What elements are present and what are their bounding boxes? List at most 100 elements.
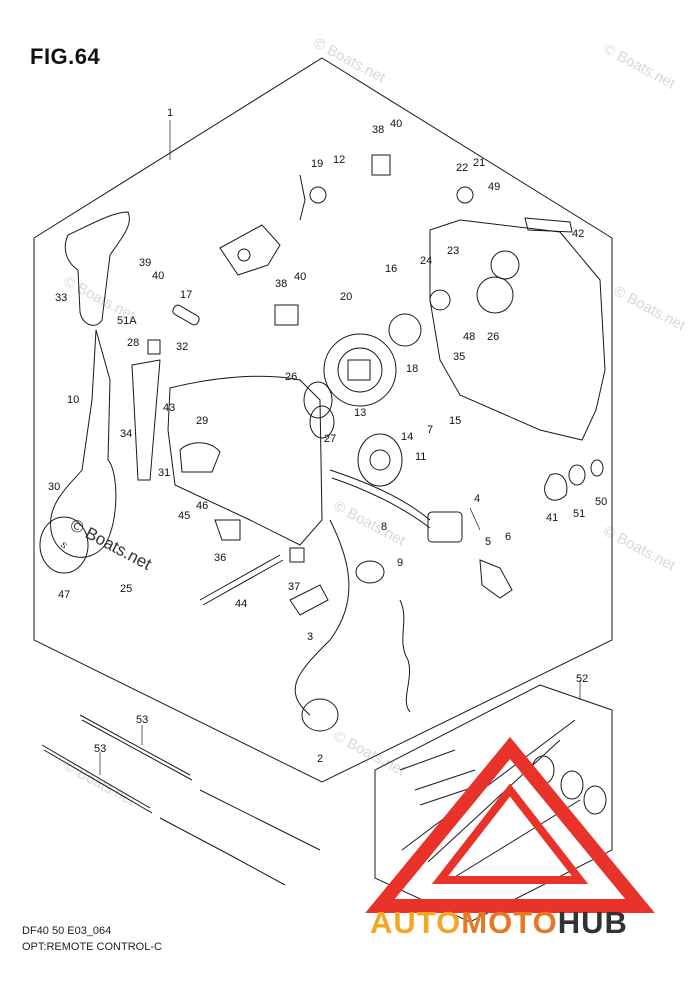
part-label: 21 xyxy=(473,157,485,169)
washer-51 xyxy=(568,464,586,486)
part-label: 15 xyxy=(449,415,461,427)
automotohub-logo xyxy=(365,736,655,913)
part-label: 9 xyxy=(397,557,403,569)
part-label: 29 xyxy=(196,415,208,427)
bracket-38b xyxy=(274,304,299,326)
part-label: 26 xyxy=(285,371,297,383)
part-label: 22 xyxy=(456,162,468,174)
key-6 xyxy=(479,559,513,599)
nut-50 xyxy=(590,459,604,477)
part-label: 45 xyxy=(178,510,190,522)
part-label: 36 xyxy=(214,552,226,564)
part-label: 40 xyxy=(294,271,306,283)
washer-27 xyxy=(309,405,335,439)
grommet-41 xyxy=(544,473,568,501)
part-label: 40 xyxy=(390,118,402,130)
cover-21 xyxy=(524,217,573,233)
part-label: 2 xyxy=(317,753,323,765)
part-label: 8 xyxy=(381,521,387,533)
part-label: 18 xyxy=(406,363,418,375)
figure-title: FIG.64 xyxy=(30,44,101,69)
bolt-44 xyxy=(199,554,281,601)
part-label: 41 xyxy=(546,512,558,524)
part-label: 4 xyxy=(474,493,480,505)
connector-2 xyxy=(301,698,339,732)
part-label: 14 xyxy=(401,431,413,443)
part-label: 40 xyxy=(152,270,164,282)
part-label: 23 xyxy=(447,245,459,257)
part-label: 17 xyxy=(180,289,192,301)
part-label: 28 xyxy=(127,337,139,349)
control-housing xyxy=(167,375,323,546)
harness-3 xyxy=(294,519,350,716)
part-label: 1 xyxy=(167,107,173,119)
part-label: 20 xyxy=(340,291,352,303)
part-label: 53 xyxy=(94,743,106,755)
part-label: 24 xyxy=(420,255,432,267)
bar-34 xyxy=(131,359,161,481)
brand-part-hub: HUB xyxy=(557,905,628,940)
switch-8 xyxy=(355,560,385,584)
lever-arm xyxy=(50,329,117,558)
part-label: 3 xyxy=(307,631,313,643)
clip-37 xyxy=(289,547,305,563)
gear-26 xyxy=(476,276,514,314)
part-label: 43 xyxy=(163,402,175,414)
part-label: 37 xyxy=(288,581,300,593)
cable-53a xyxy=(79,714,191,776)
washer-12 xyxy=(309,186,327,204)
part-label: 46 xyxy=(196,500,208,512)
switch-4 xyxy=(427,511,463,543)
part-label: 19 xyxy=(311,158,323,170)
part-label: 35 xyxy=(453,351,465,363)
part-label: 38 xyxy=(372,124,384,136)
part-label: 38 xyxy=(275,278,287,290)
part-label: 42 xyxy=(572,228,584,240)
part-label: 25 xyxy=(120,583,132,595)
part-label: 10 xyxy=(67,394,79,406)
lever-grip xyxy=(64,211,130,326)
part-label: 12 xyxy=(333,154,345,166)
buzzer-11 xyxy=(357,433,403,487)
part-label: 13 xyxy=(354,407,366,419)
part-label: 51A xyxy=(117,315,137,327)
part-label: 49 xyxy=(488,181,500,193)
model-code: DF40 50 E03_064 xyxy=(22,925,112,937)
washer-26 xyxy=(303,381,333,419)
part-label: 53 xyxy=(136,714,148,726)
part-label: 5 xyxy=(485,536,491,548)
bracket-top xyxy=(219,224,281,276)
part-label: 30 xyxy=(48,481,60,493)
part-label: 27 xyxy=(324,433,336,445)
part-label: 34 xyxy=(120,428,132,440)
part-label: 26 xyxy=(487,331,499,343)
part-label: 39 xyxy=(139,257,151,269)
brand-part-moto: MOTO xyxy=(461,905,558,940)
pin-17 xyxy=(172,304,200,326)
part-label: 16 xyxy=(385,263,397,275)
plate-20 xyxy=(323,333,397,407)
brand-wordmark: AUTOMOTOHUB xyxy=(370,905,628,941)
part-label: 31 xyxy=(158,467,170,479)
plate-18 xyxy=(388,313,422,347)
frame-main xyxy=(33,57,613,783)
part-label: 11 xyxy=(415,451,426,463)
part-label: 7 xyxy=(427,424,433,436)
gear-24 xyxy=(429,289,451,311)
bracket-38 xyxy=(371,154,391,176)
frame-kit xyxy=(374,684,613,923)
plate-3 xyxy=(289,584,329,616)
svg-text:S: S xyxy=(59,540,69,550)
spring-32 xyxy=(147,339,161,355)
lever-19 xyxy=(299,174,306,221)
part-label: 6 xyxy=(505,531,511,543)
part-label: 33 xyxy=(55,292,67,304)
part-label: 50 xyxy=(595,496,607,508)
cam-31 xyxy=(179,442,221,473)
side-plate xyxy=(429,219,606,441)
clip-36 xyxy=(214,519,241,541)
option-caption: OPT:REMOTE CONTROL-C xyxy=(22,941,162,953)
suzuki-badge xyxy=(39,516,89,574)
